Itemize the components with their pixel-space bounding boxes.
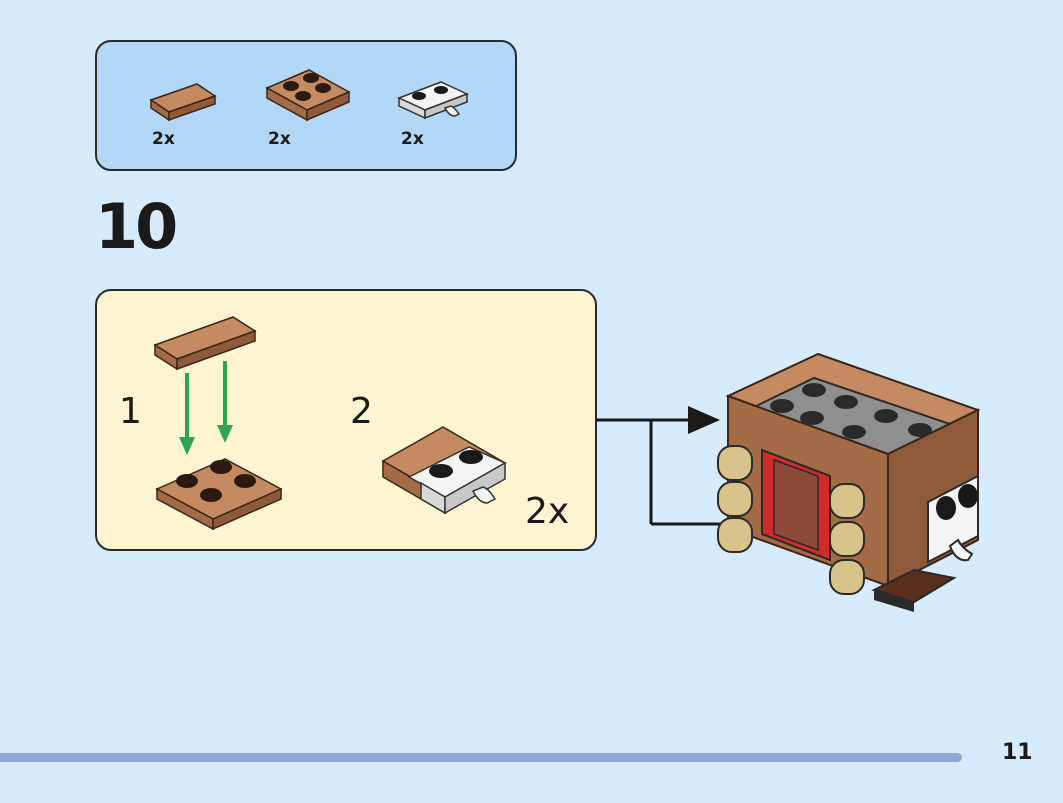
parts-list-callout: 2x 2x 2x (95, 40, 517, 171)
tile-1x2-brown-part (149, 83, 217, 122)
plate-2x2-brown-part (265, 69, 351, 122)
substep-1-label: 1 (119, 391, 142, 432)
footer-progress-bar (0, 753, 962, 762)
part-qty: 2x (152, 129, 175, 149)
plate-1x2-clip-white-part (397, 81, 469, 120)
part-qty: 2x (401, 129, 424, 149)
substep-callout: 1 2 2x (95, 289, 597, 551)
step-number: 10 (95, 190, 178, 263)
substep-2-qty: 2x (525, 491, 570, 532)
page-number: 11 (1002, 740, 1033, 765)
substep-2-assembly-diagram (381, 426, 507, 515)
part-qty: 2x (268, 129, 291, 149)
model-assembly-illustration (717, 352, 981, 612)
substep-1-assembly-diagram (153, 316, 283, 531)
substep-2-label: 2 (350, 391, 373, 432)
